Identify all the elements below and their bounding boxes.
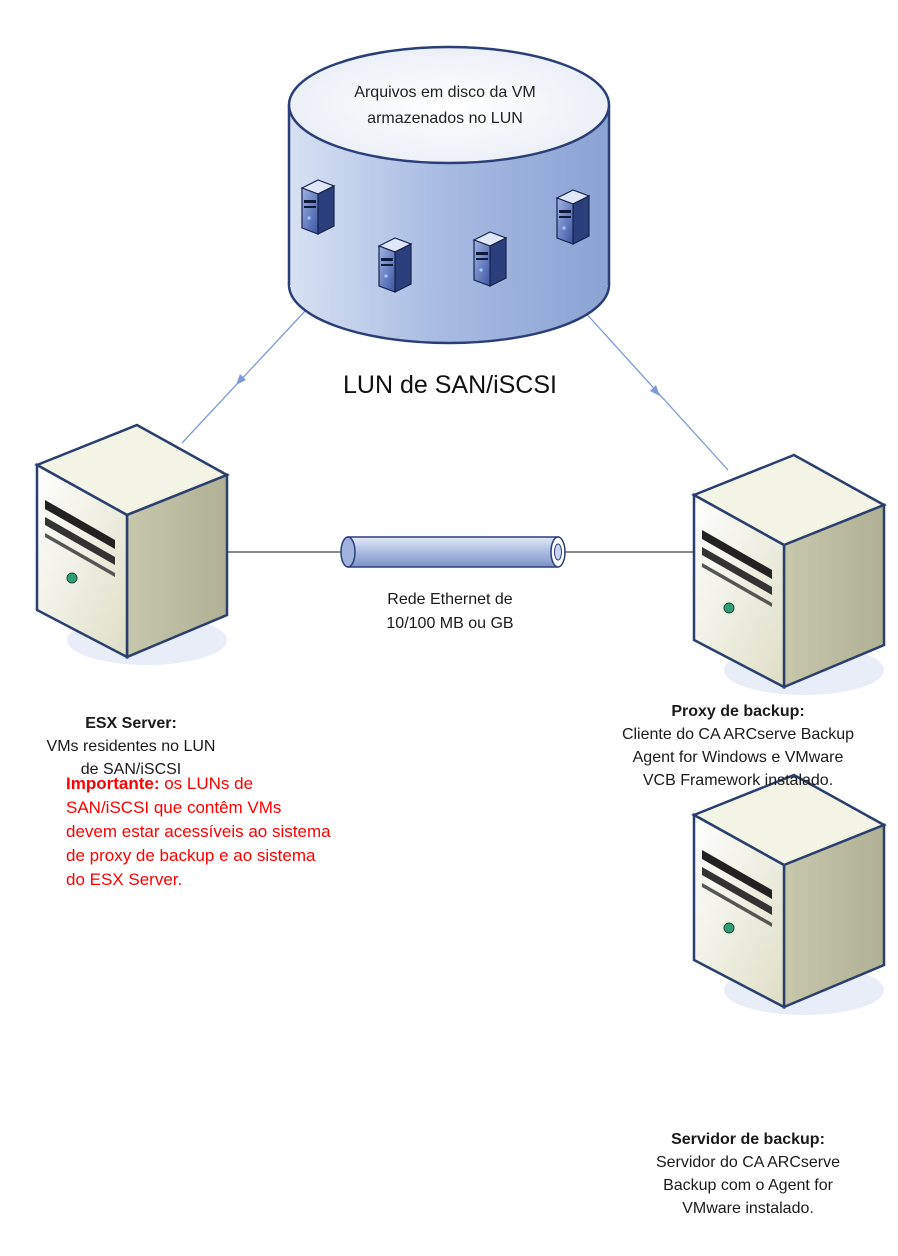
backup-server-label: Servidor de backup: Servidor do CA ARCse…: [600, 1128, 896, 1220]
esx-server-desc-line: de SAN/iSCSI: [80, 761, 182, 778]
esx-server-desc-line: VMs residentes no LUN: [46, 738, 216, 755]
backup-proxy-desc-line: Agent for Windows e VMware: [632, 749, 844, 766]
backup-server-title: Servidor de backup:: [671, 1131, 825, 1148]
ethernet-label-line: Rede Ethernet de: [387, 591, 513, 608]
arrowhead-esx: [236, 374, 246, 385]
backup-proxy-desc-line: Cliente do CA ARCserve Backup: [621, 726, 855, 743]
storage-disk-caption: Arquivos em disco da VM armazenados no L…: [300, 80, 590, 132]
ethernet-label: Rede Ethernet de 10/100 MB ou GB: [340, 588, 560, 636]
proxy-server-icon: [692, 453, 886, 697]
note-line: SAN/iSCSI que contêm VMs: [66, 798, 282, 817]
caption-line: armazenados no LUN: [367, 110, 523, 127]
note-label: Importante:: [66, 774, 160, 793]
note-line: devem estar acessíveis ao sistema: [66, 822, 331, 841]
vm-server-icon-3: [473, 231, 507, 287]
vm-server-icon-2: [378, 237, 412, 293]
vm-server-icon-4: [556, 189, 590, 245]
note-line: do ESX Server.: [66, 870, 183, 889]
important-note: Importante: os LUNs de SAN/iSCSI que con…: [66, 772, 426, 892]
esx-server-label: ESX Server: VMs residentes no LUN de SAN…: [0, 712, 262, 781]
backup-proxy-desc-line: VCB Framework instalado.: [642, 772, 834, 789]
arrowhead-proxy: [650, 385, 660, 396]
esx-server-icon: [35, 423, 229, 667]
esx-storage-link: [181, 309, 307, 444]
note-line: de proxy de backup e ao sistema: [66, 846, 316, 865]
note-text: os LUNs de: [159, 774, 254, 793]
ethernet-label-line: 10/100 MB ou GB: [386, 615, 514, 632]
storage-title: LUN de SAN/iSCSI: [300, 370, 600, 400]
backup-server-desc-line: Backup com o Agent for: [663, 1177, 833, 1194]
caption-line: Arquivos em disco da VM: [354, 84, 536, 101]
vm-server-icon-1: [301, 179, 335, 235]
backup-server-icon: [692, 773, 886, 1017]
note-line: Importante: os LUNs de: [66, 772, 426, 796]
backup-proxy-label: Proxy de backup: Cliente do CA ARCserve …: [578, 700, 898, 792]
esx-server-title: ESX Server:: [85, 715, 177, 732]
backup-proxy-title: Proxy de backup:: [671, 703, 805, 720]
storage-lun-cylinder: [287, 45, 611, 345]
storage-title-text: LUN de SAN/iSCSI: [343, 371, 557, 399]
ethernet-pipe-icon: [340, 536, 566, 568]
backup-server-desc-line: Servidor do CA ARCserve: [655, 1154, 841, 1171]
backup-server-desc-line: VMware instalado.: [682, 1200, 814, 1217]
